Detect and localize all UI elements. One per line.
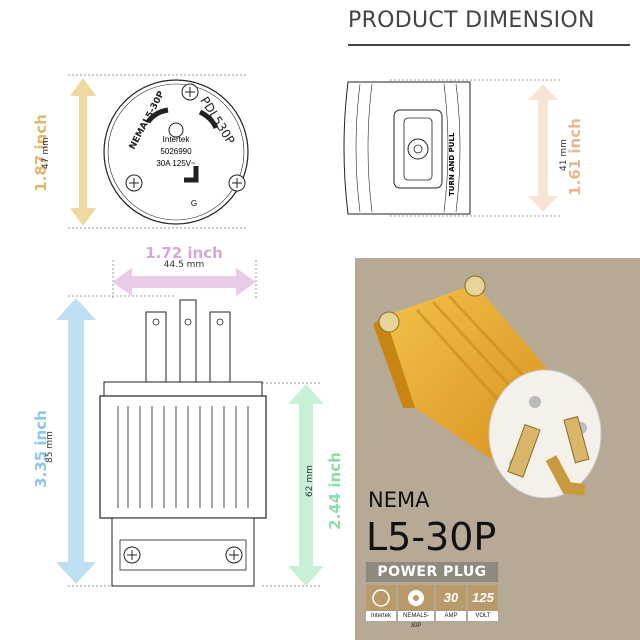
- face-serial-label: 5026990: [160, 147, 192, 156]
- body-length-mm: 62 mm: [305, 465, 315, 497]
- volt-badge-label: VOLT: [468, 611, 498, 621]
- body-length-inch: 2.44 inch: [326, 452, 344, 530]
- amp-badge-label: AMP: [436, 611, 466, 621]
- side-height-mm: 41 mm: [559, 139, 569, 171]
- guide-lines: [68, 74, 560, 587]
- total-length-arrow: [56, 298, 96, 584]
- total-length-mm: 85 mm: [45, 431, 55, 463]
- nema-label: NEMA: [368, 488, 430, 512]
- plug-face-drawing: [103, 79, 249, 225]
- blade-width-arrow: [112, 268, 256, 296]
- face-rating-label: 30A 125V~: [156, 159, 196, 168]
- side-height-arrow: [528, 84, 558, 212]
- face-text-layer: NEMAL5-30P PDL530P Intertek 5026990 30A …: [128, 89, 238, 208]
- plug-body-drawing: [99, 299, 267, 587]
- volt-badge-value: 125: [468, 585, 498, 611]
- side-text-layer: TURN AND PULL: [448, 132, 456, 196]
- page-title: PRODUCT DIMENSION: [348, 8, 595, 33]
- blade-width-mm: 44.5 mm: [163, 260, 205, 270]
- etl-badge-label: Intertek: [366, 611, 396, 621]
- face-right-arc-label: PDL530P: [197, 94, 237, 147]
- amp-badge-value: 30: [436, 585, 466, 611]
- model-label: L5-30P: [366, 515, 497, 559]
- face-certifier-label: Intertek: [163, 135, 191, 144]
- product-photo: [373, 275, 602, 498]
- face-left-arc-label: NEMAL5-30P: [128, 89, 167, 151]
- power-plug-label: POWER PLUG: [366, 562, 498, 582]
- nema-config-label: NEMAL5-30P: [398, 611, 434, 629]
- blade-width-inch: 1.72 inch: [145, 244, 223, 262]
- turn-and-pull-label: TURN AND PULL: [448, 132, 456, 196]
- nema-config-badge: [398, 585, 434, 621]
- plug-side-drawing: [343, 81, 471, 215]
- face-height-mm: 47 mm: [41, 137, 51, 169]
- body-length-arrow: [288, 384, 324, 586]
- face-ground-label: G: [191, 199, 197, 208]
- title-underline: [348, 44, 630, 46]
- face-height-arrow: [70, 78, 96, 226]
